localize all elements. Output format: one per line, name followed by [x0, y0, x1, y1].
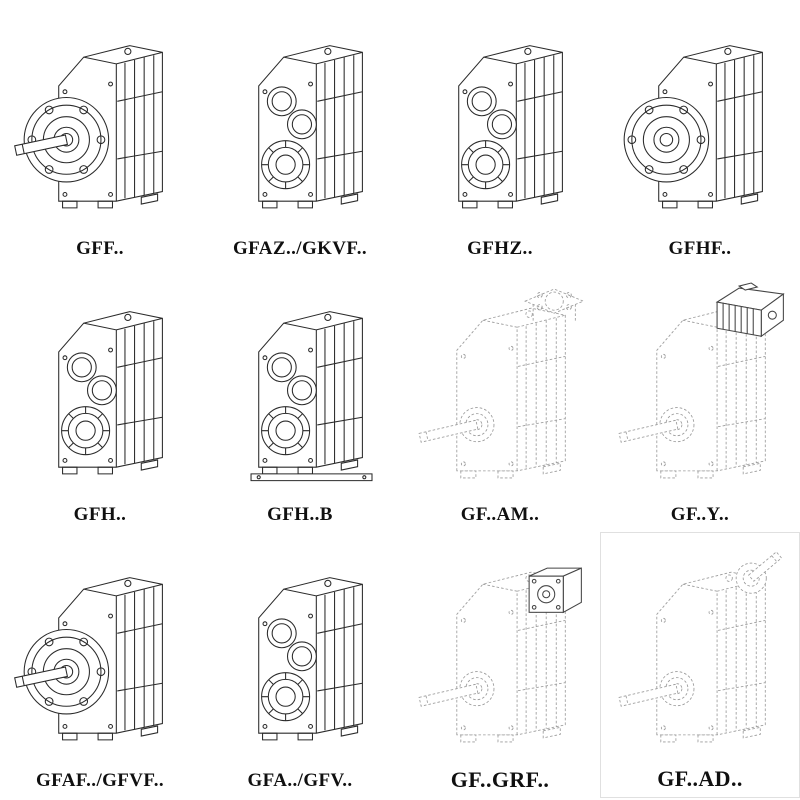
gearbox-motor-drawing: [618, 282, 784, 478]
model-label: GFH..: [73, 504, 127, 526]
model-cell-gf-grf: GF..GRF..: [400, 532, 600, 798]
output-flange-drawing: [623, 96, 710, 183]
model-label: GFAF../GFVF..: [35, 770, 164, 792]
drawing-area: [600, 2, 800, 239]
input-bores-drawing: [461, 85, 517, 189]
gearbox-housing-drawing: [656, 571, 766, 743]
model-label: GF..AM..: [460, 504, 540, 526]
gear-adapter-unit-drawing: [528, 567, 582, 613]
model-cell-gfa-gfv: GFA../GFV..: [200, 532, 400, 798]
model-cell-gfaz-gkvf: GFAZ../GKVF..: [200, 0, 400, 266]
gearbox-input-adapter-drawing: [618, 551, 783, 743]
gearbox-flange-shaft-drawing: [14, 44, 163, 208]
input-shaft-adapter-drawing: [735, 551, 783, 594]
input-bores-drawing: [261, 351, 317, 455]
gearbox-flange-shaft-drawing: [14, 576, 163, 740]
gearbox-bores-drawing: [258, 576, 363, 740]
model-label: GF..Y..: [670, 504, 730, 526]
model-label: GFHF..: [668, 238, 732, 260]
model-cell-gfaf-gfvf: GFAF../GFVF..: [0, 532, 200, 798]
model-cell-gf-ad: GF..AD..: [600, 532, 800, 798]
input-bores-drawing: [261, 617, 317, 721]
motor-adapter-flange-drawing: [524, 288, 584, 323]
drawing-area: [200, 268, 400, 505]
model-cell-gfh-b: GFH..B: [200, 266, 400, 532]
gearbox-housing-drawing: [456, 307, 566, 478]
model-cell-gfhz: GFHZ..: [400, 0, 600, 266]
model-label: GFAZ../GKVF..: [233, 238, 367, 260]
model-label: GFH..B: [267, 504, 333, 526]
gearbox-adapter-flange-drawing: [418, 288, 584, 478]
drawing-area: [0, 534, 200, 771]
gearbox-bores-drawing: [258, 44, 363, 208]
model-cell-gfhf: GFHF..: [600, 0, 800, 266]
gearbox-flange-drawing: [623, 44, 763, 208]
drawing-area: [400, 2, 600, 239]
mounted-motor-drawing: [716, 282, 784, 337]
gearbox-baseplate-drawing: [250, 310, 373, 481]
drawing-area: [0, 268, 200, 505]
gearbox-bores-drawing: [458, 44, 563, 208]
drawing-area: [400, 534, 600, 768]
gearbox-gear-adapter-drawing: [418, 567, 582, 743]
drawing-area: [200, 534, 400, 771]
drawing-area: [0, 2, 200, 239]
gearbox-bores-drawing: [58, 310, 163, 474]
input-bores-drawing: [61, 351, 117, 455]
model-cell-gff: GFF..: [0, 0, 200, 266]
model-cell-gf-am: GF..AM..: [400, 266, 600, 532]
baseplate-drawing: [250, 472, 373, 481]
drawing-area: [200, 2, 400, 239]
drawing-area: [600, 268, 800, 505]
drawing-area: [601, 535, 799, 767]
model-cell-gf-y: GF..Y..: [600, 266, 800, 532]
model-label: GF..GRF..: [450, 766, 550, 792]
model-cell-gfh: GFH..: [0, 266, 200, 532]
model-label: GFA../GFV..: [247, 770, 353, 792]
model-label: GFHZ..: [467, 238, 533, 260]
input-bores-drawing: [261, 85, 317, 189]
model-label: GFF..: [76, 238, 124, 260]
model-label: GF..AD..: [657, 765, 743, 791]
drawing-area: [400, 268, 600, 505]
